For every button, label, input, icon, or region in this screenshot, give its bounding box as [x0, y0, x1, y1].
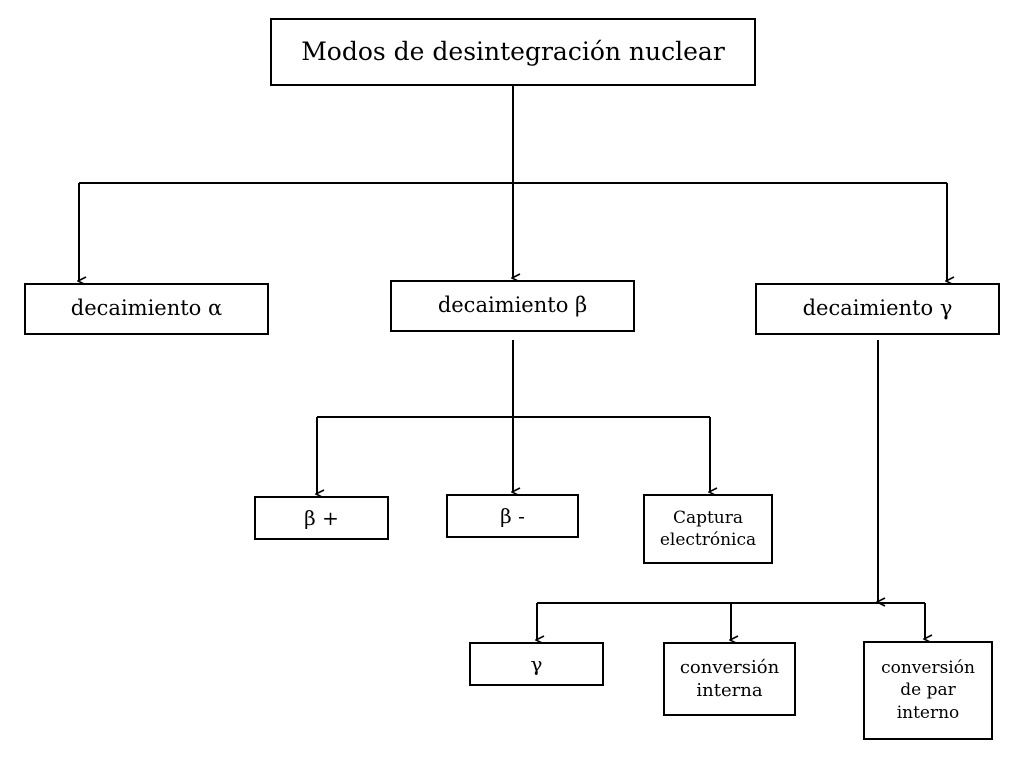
- electron-capture-node: Captura electrónica: [643, 494, 773, 564]
- beta-minus-label: β -: [500, 504, 525, 528]
- gamma-decay-node: decaimiento γ: [755, 283, 1000, 335]
- gamma-label: γ: [530, 652, 543, 676]
- internal-conversion-label: conversión interna: [679, 656, 780, 701]
- internal-pair-conversion-label: conversión de par interno: [881, 658, 975, 723]
- beta-decay-label: decaimiento β: [437, 293, 588, 318]
- alpha-decay-node: decaimiento α: [24, 283, 269, 335]
- gamma-decay-label: decaimiento γ: [802, 296, 953, 321]
- beta-decay-node: decaimiento β: [390, 280, 635, 332]
- gamma-node: γ: [469, 642, 604, 686]
- root-node-label: Modos de desintegración nuclear: [301, 36, 725, 66]
- internal-pair-conversion-node: conversión de par interno: [863, 641, 993, 740]
- alpha-decay-label: decaimiento α: [70, 296, 223, 321]
- electron-capture-label: Captura electrónica: [659, 507, 757, 550]
- beta-plus-node: β +: [254, 496, 389, 540]
- internal-conversion-node: conversión interna: [663, 642, 796, 716]
- root-node: Modos de desintegración nuclear: [270, 18, 756, 86]
- beta-plus-label: β +: [304, 506, 339, 530]
- beta-minus-node: β -: [446, 494, 579, 538]
